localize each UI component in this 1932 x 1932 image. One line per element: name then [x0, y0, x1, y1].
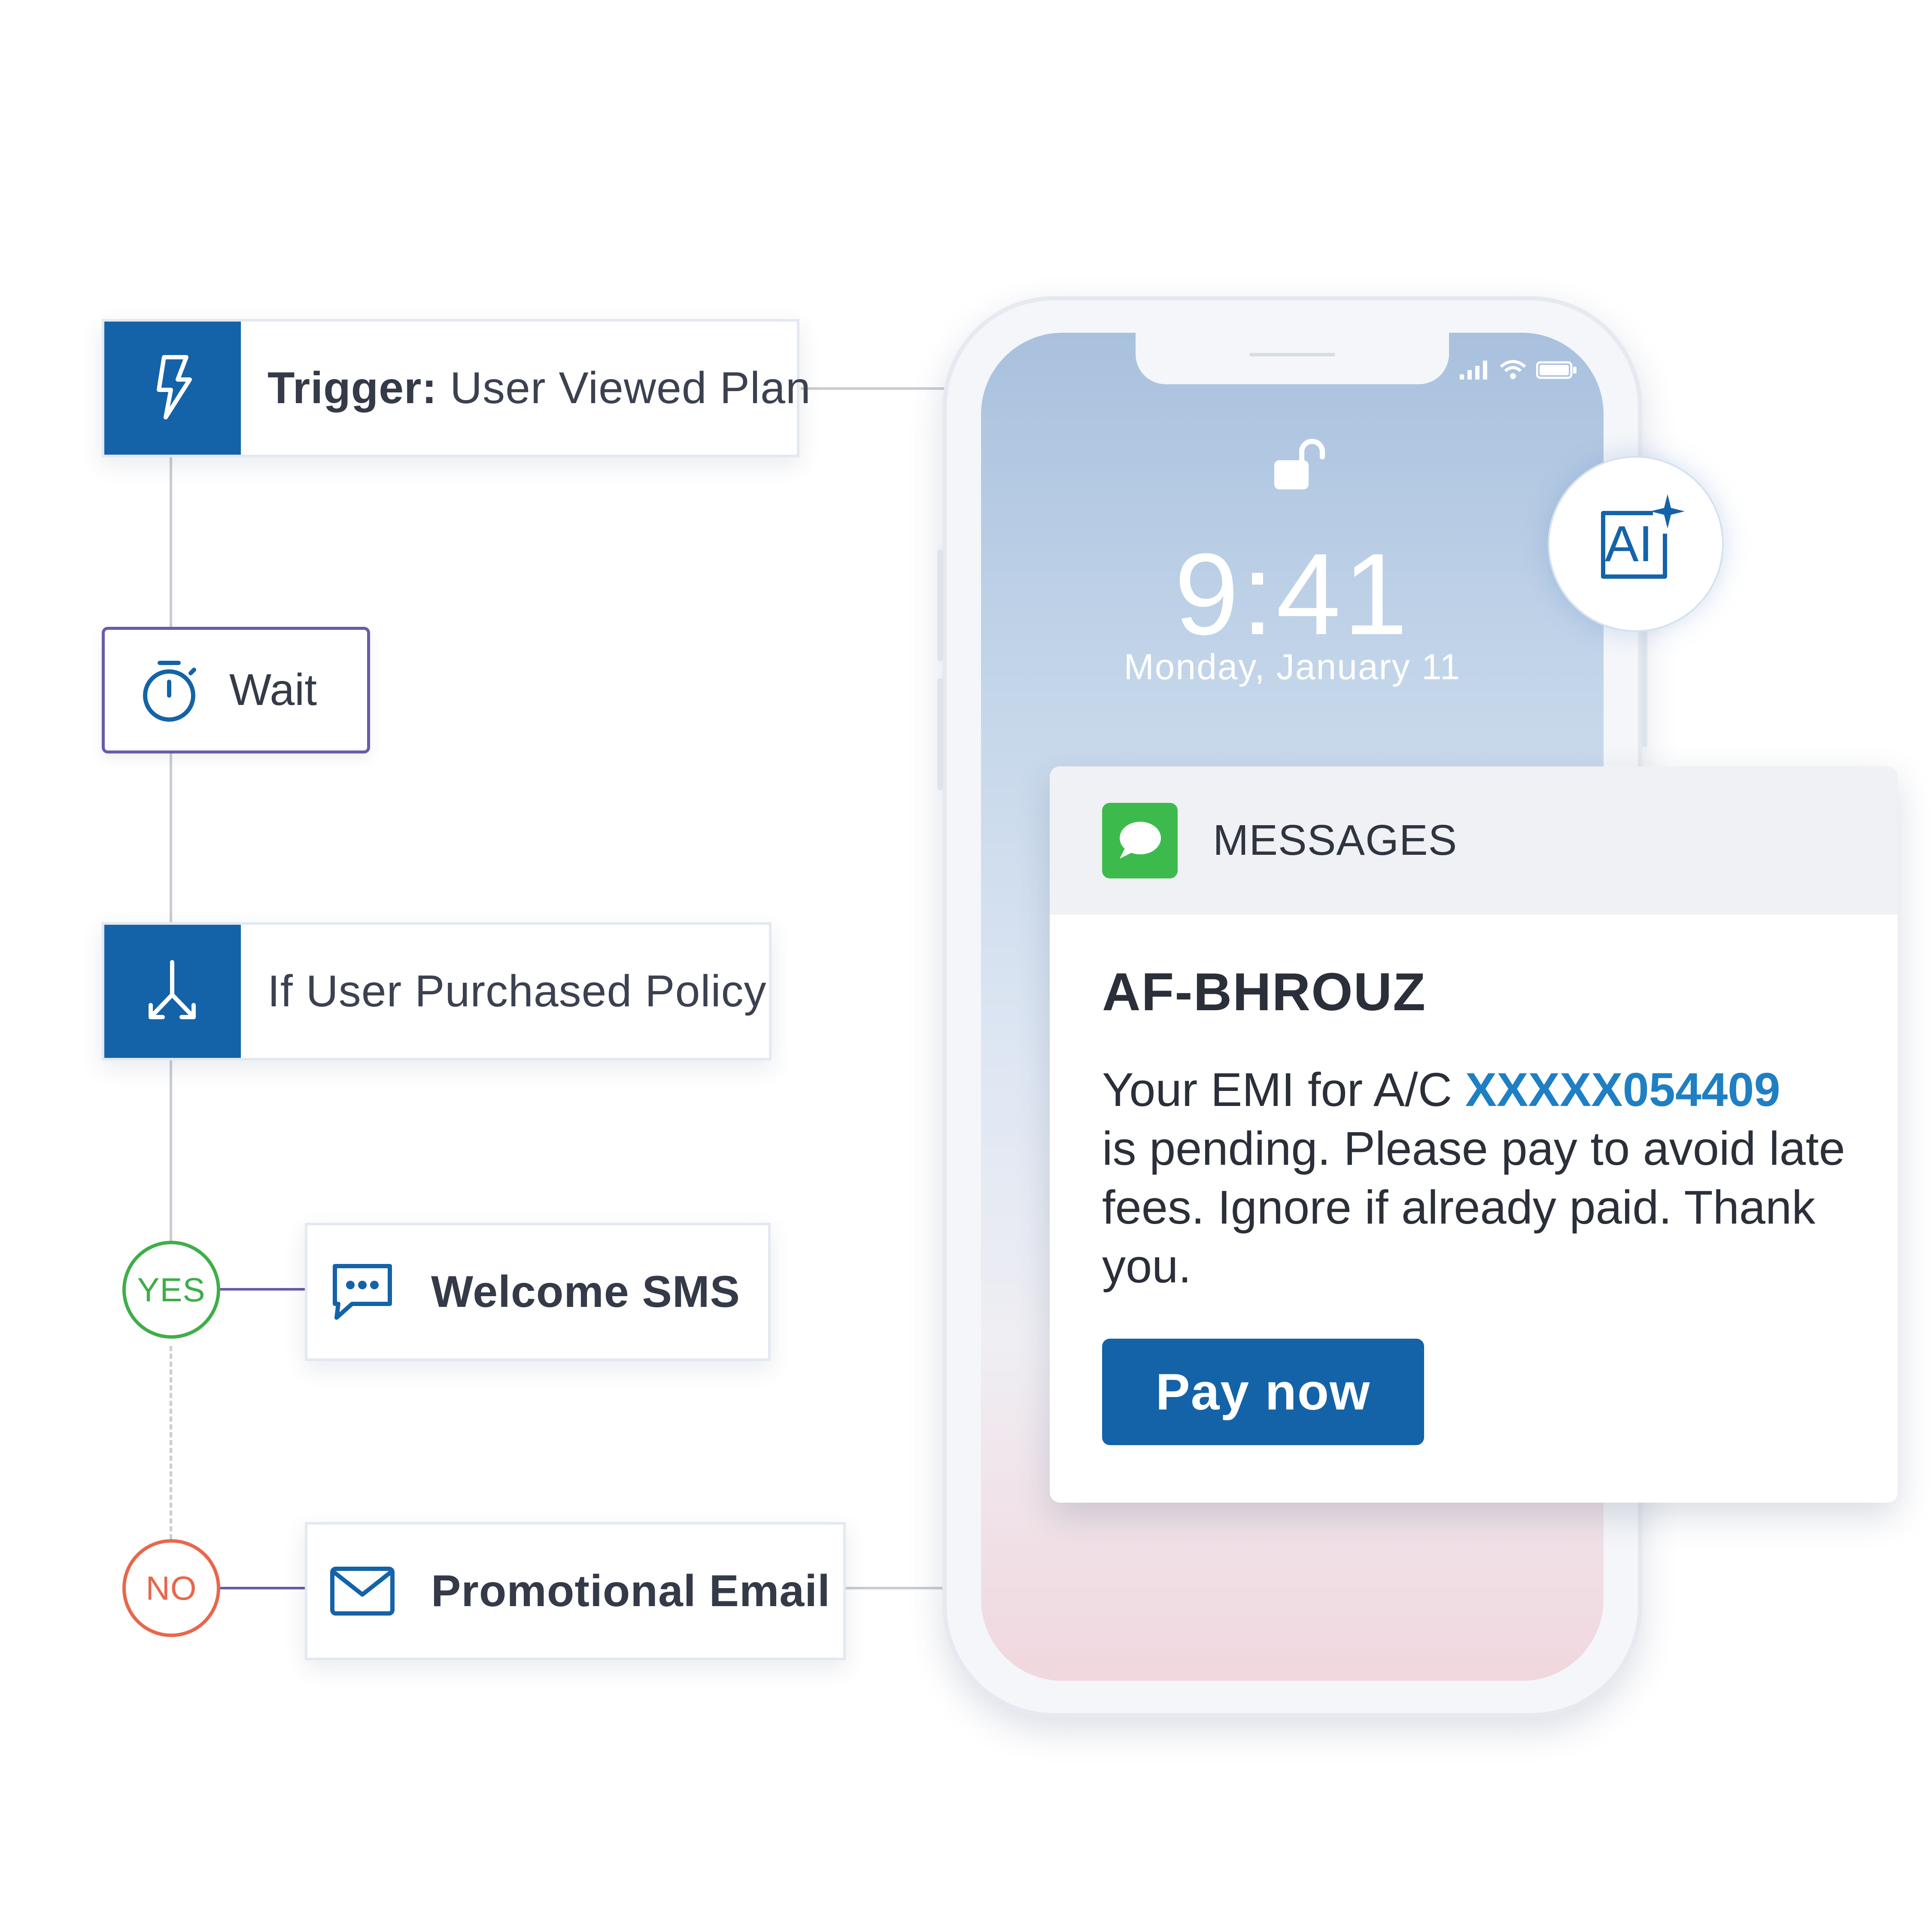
status-bar [1460, 360, 1577, 380]
trigger-card[interactable]: Trigger: User Viewed Plan [102, 319, 811, 457]
wifi-icon [1500, 360, 1526, 379]
condition-label: If User Purchased Policy [267, 966, 767, 1016]
no-badge: NO [122, 1539, 220, 1637]
wait-label: Wait [229, 665, 317, 715]
connector-trigger-phone [801, 387, 945, 390]
yes-badge: YES [122, 1241, 220, 1339]
ai-frame-icon [1601, 511, 1667, 579]
phone-speaker [1249, 353, 1335, 356]
condition-icon-box [104, 925, 241, 1058]
lightning-icon [157, 355, 192, 419]
connector-no-email [219, 1587, 305, 1589]
pay-now-button[interactable]: Pay now [1102, 1339, 1424, 1445]
sparkle-icon [1650, 494, 1685, 529]
email-label: Promotional Email [431, 1566, 831, 1616]
lock-screen-time: 9:41 [1174, 530, 1410, 659]
email-icon-wrap [328, 1563, 397, 1619]
phone-notch [1136, 333, 1449, 384]
promotional-email-card[interactable]: Promotional Email [305, 1522, 846, 1660]
envelope-icon [330, 1567, 395, 1616]
lock-screen-date: Monday, January 11 [1124, 647, 1461, 687]
wait-icon-wrap [126, 656, 212, 725]
account-number: XXXXX054409 [1465, 1063, 1780, 1116]
connector-wait-condition [170, 751, 172, 923]
connector-condition-yes [170, 1058, 172, 1247]
phone-volume-up [937, 550, 943, 661]
signal-icon [1460, 361, 1487, 380]
notification-header: MESSAGES [1050, 766, 1898, 914]
sms-icon-wrap [328, 1258, 397, 1326]
welcome-sms-card[interactable]: Welcome SMS [305, 1223, 771, 1361]
trigger-icon-box [104, 322, 241, 455]
connector-email-phone [844, 1587, 945, 1589]
chat-bubble-icon [333, 1264, 392, 1320]
ai-icon: AI [1593, 494, 1685, 587]
connector-yes-sms [219, 1288, 305, 1291]
stopwatch-icon [143, 660, 196, 722]
trigger-label: Trigger: User Viewed Plan [267, 363, 811, 413]
split-arrows-icon [149, 960, 196, 1019]
messages-app-icon [1102, 802, 1178, 878]
ai-badge: AI [1548, 456, 1724, 632]
phone-volume-down [937, 678, 943, 790]
sms-label: Welcome SMS [431, 1267, 740, 1317]
sms-notification-card[interactable]: MESSAGES AF-BHROUZ Your EMI for A/C XXXX… [1050, 766, 1898, 1503]
unlock-icon [1274, 439, 1325, 489]
battery-icon [1536, 361, 1577, 379]
connector-yes-no [170, 1346, 172, 1539]
notification-app-name: MESSAGES [1213, 816, 1458, 864]
ai-label: AI [1605, 516, 1653, 572]
wait-card[interactable]: Wait [102, 627, 370, 753]
connector-trigger-wait [170, 457, 172, 629]
notification-sender: AF-BHROUZ [1102, 963, 1426, 1022]
condition-card[interactable]: If User Purchased Policy [102, 922, 772, 1060]
speech-bubble-icon [1120, 821, 1161, 859]
